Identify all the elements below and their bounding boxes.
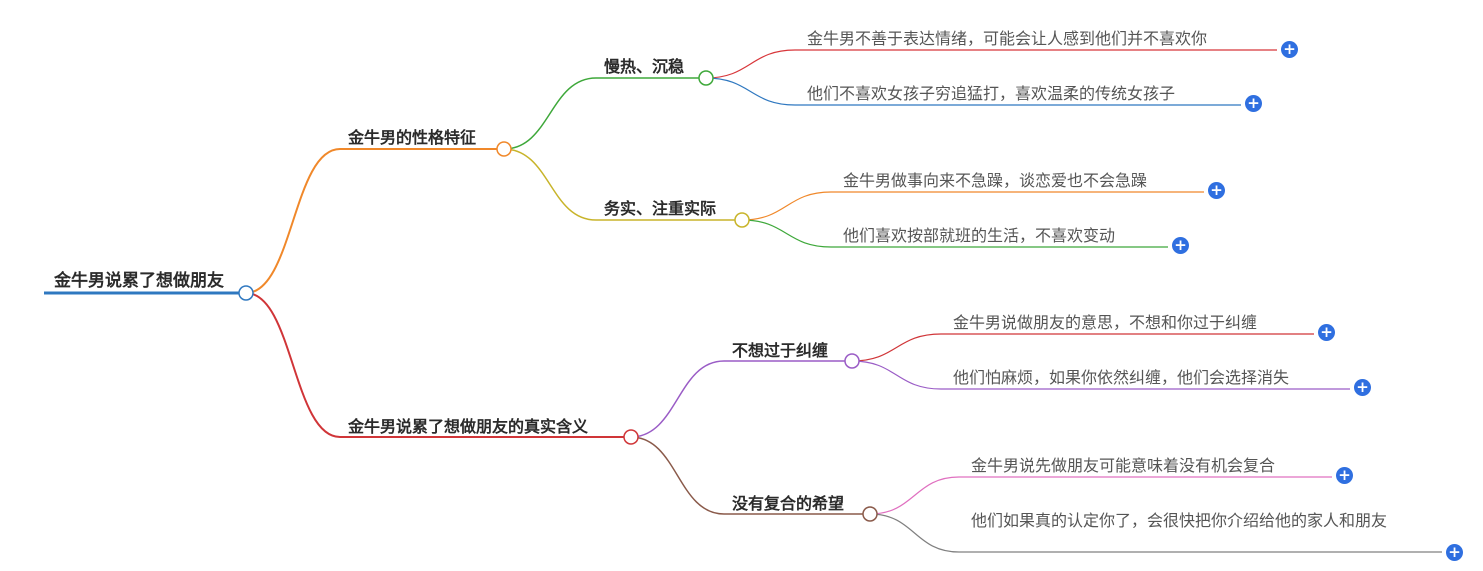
- branch-meaning[interactable]: 金牛男说累了想做朋友的真实含义: [348, 417, 589, 436]
- leaf-text[interactable]: 他们如果真的认定你了，会很快把你介绍给他的家人和朋友: [971, 511, 1388, 530]
- edge-branch-subtopic: [503, 77, 597, 150]
- expand-plus-icon[interactable]: +: [1318, 324, 1335, 341]
- edge-root-branch: [245, 148, 341, 294]
- subtopic-node-circle[interactable]: [734, 212, 750, 228]
- leaf-text[interactable]: 他们怕麻烦，如果你依然纠缠，他们会选择消失: [953, 368, 1290, 387]
- root-node-circle[interactable]: [238, 285, 254, 301]
- edge-subtopic-leaf: [741, 191, 832, 221]
- edge-subtopic-leaf: [705, 49, 796, 79]
- leaf-text[interactable]: 金牛男做事向来不急躁，谈恋爱也不会急躁: [843, 171, 1148, 190]
- leaf-text[interactable]: 他们喜欢按部就班的生活，不喜欢变动: [843, 226, 1116, 245]
- expand-plus-icon[interactable]: +: [1354, 379, 1371, 396]
- branch-node-circle[interactable]: [623, 429, 639, 445]
- subtopic-node-circle[interactable]: [862, 506, 878, 522]
- subtopic-slow-steady[interactable]: 慢热、沉稳: [604, 57, 685, 76]
- edge-subtopic-leaf: [851, 333, 942, 362]
- subtopic-node-circle[interactable]: [844, 353, 860, 369]
- edge-subtopic-leaf: [869, 513, 960, 553]
- leaf-text[interactable]: 他们不喜欢女孩子穷追猛打，喜欢温柔的传统女孩子: [807, 84, 1176, 103]
- subtopic-no-reunion[interactable]: 没有复合的希望: [732, 494, 845, 513]
- edge-subtopic-leaf: [869, 476, 960, 515]
- expand-plus-icon[interactable]: +: [1208, 182, 1225, 199]
- leaf-text[interactable]: 金牛男不善于表达情绪，可能会让人感到他们并不喜欢你: [807, 29, 1208, 48]
- expand-plus-icon[interactable]: +: [1446, 544, 1463, 561]
- expand-plus-icon[interactable]: +: [1172, 237, 1189, 254]
- branch-personality[interactable]: 金牛男的性格特征: [348, 128, 477, 147]
- edge-subtopic-leaf: [705, 77, 796, 106]
- leaf-text[interactable]: 金牛男说先做朋友可能意味着没有机会复合: [971, 456, 1276, 475]
- expand-plus-icon[interactable]: +: [1336, 467, 1353, 484]
- subtopic-practical[interactable]: 务实、注重实际: [604, 199, 717, 218]
- edge-root-branch: [245, 292, 341, 438]
- leaf-text[interactable]: 金牛男说做朋友的意思，不想和你过于纠缠: [953, 313, 1258, 332]
- edge-subtopic-leaf: [741, 219, 832, 248]
- branch-node-circle[interactable]: [496, 141, 512, 157]
- expand-plus-icon[interactable]: +: [1281, 41, 1298, 58]
- subtopic-no-entangle[interactable]: 不想过于纠缠: [732, 341, 829, 360]
- root-topic[interactable]: 金牛男说累了想做朋友: [54, 271, 224, 291]
- edge-subtopic-leaf: [851, 360, 942, 390]
- edge-branch-subtopic: [630, 436, 725, 515]
- subtopic-node-circle[interactable]: [698, 70, 714, 86]
- edge-branch-subtopic: [630, 360, 725, 438]
- expand-plus-icon[interactable]: +: [1245, 95, 1262, 112]
- edge-branch-subtopic: [503, 148, 597, 221]
